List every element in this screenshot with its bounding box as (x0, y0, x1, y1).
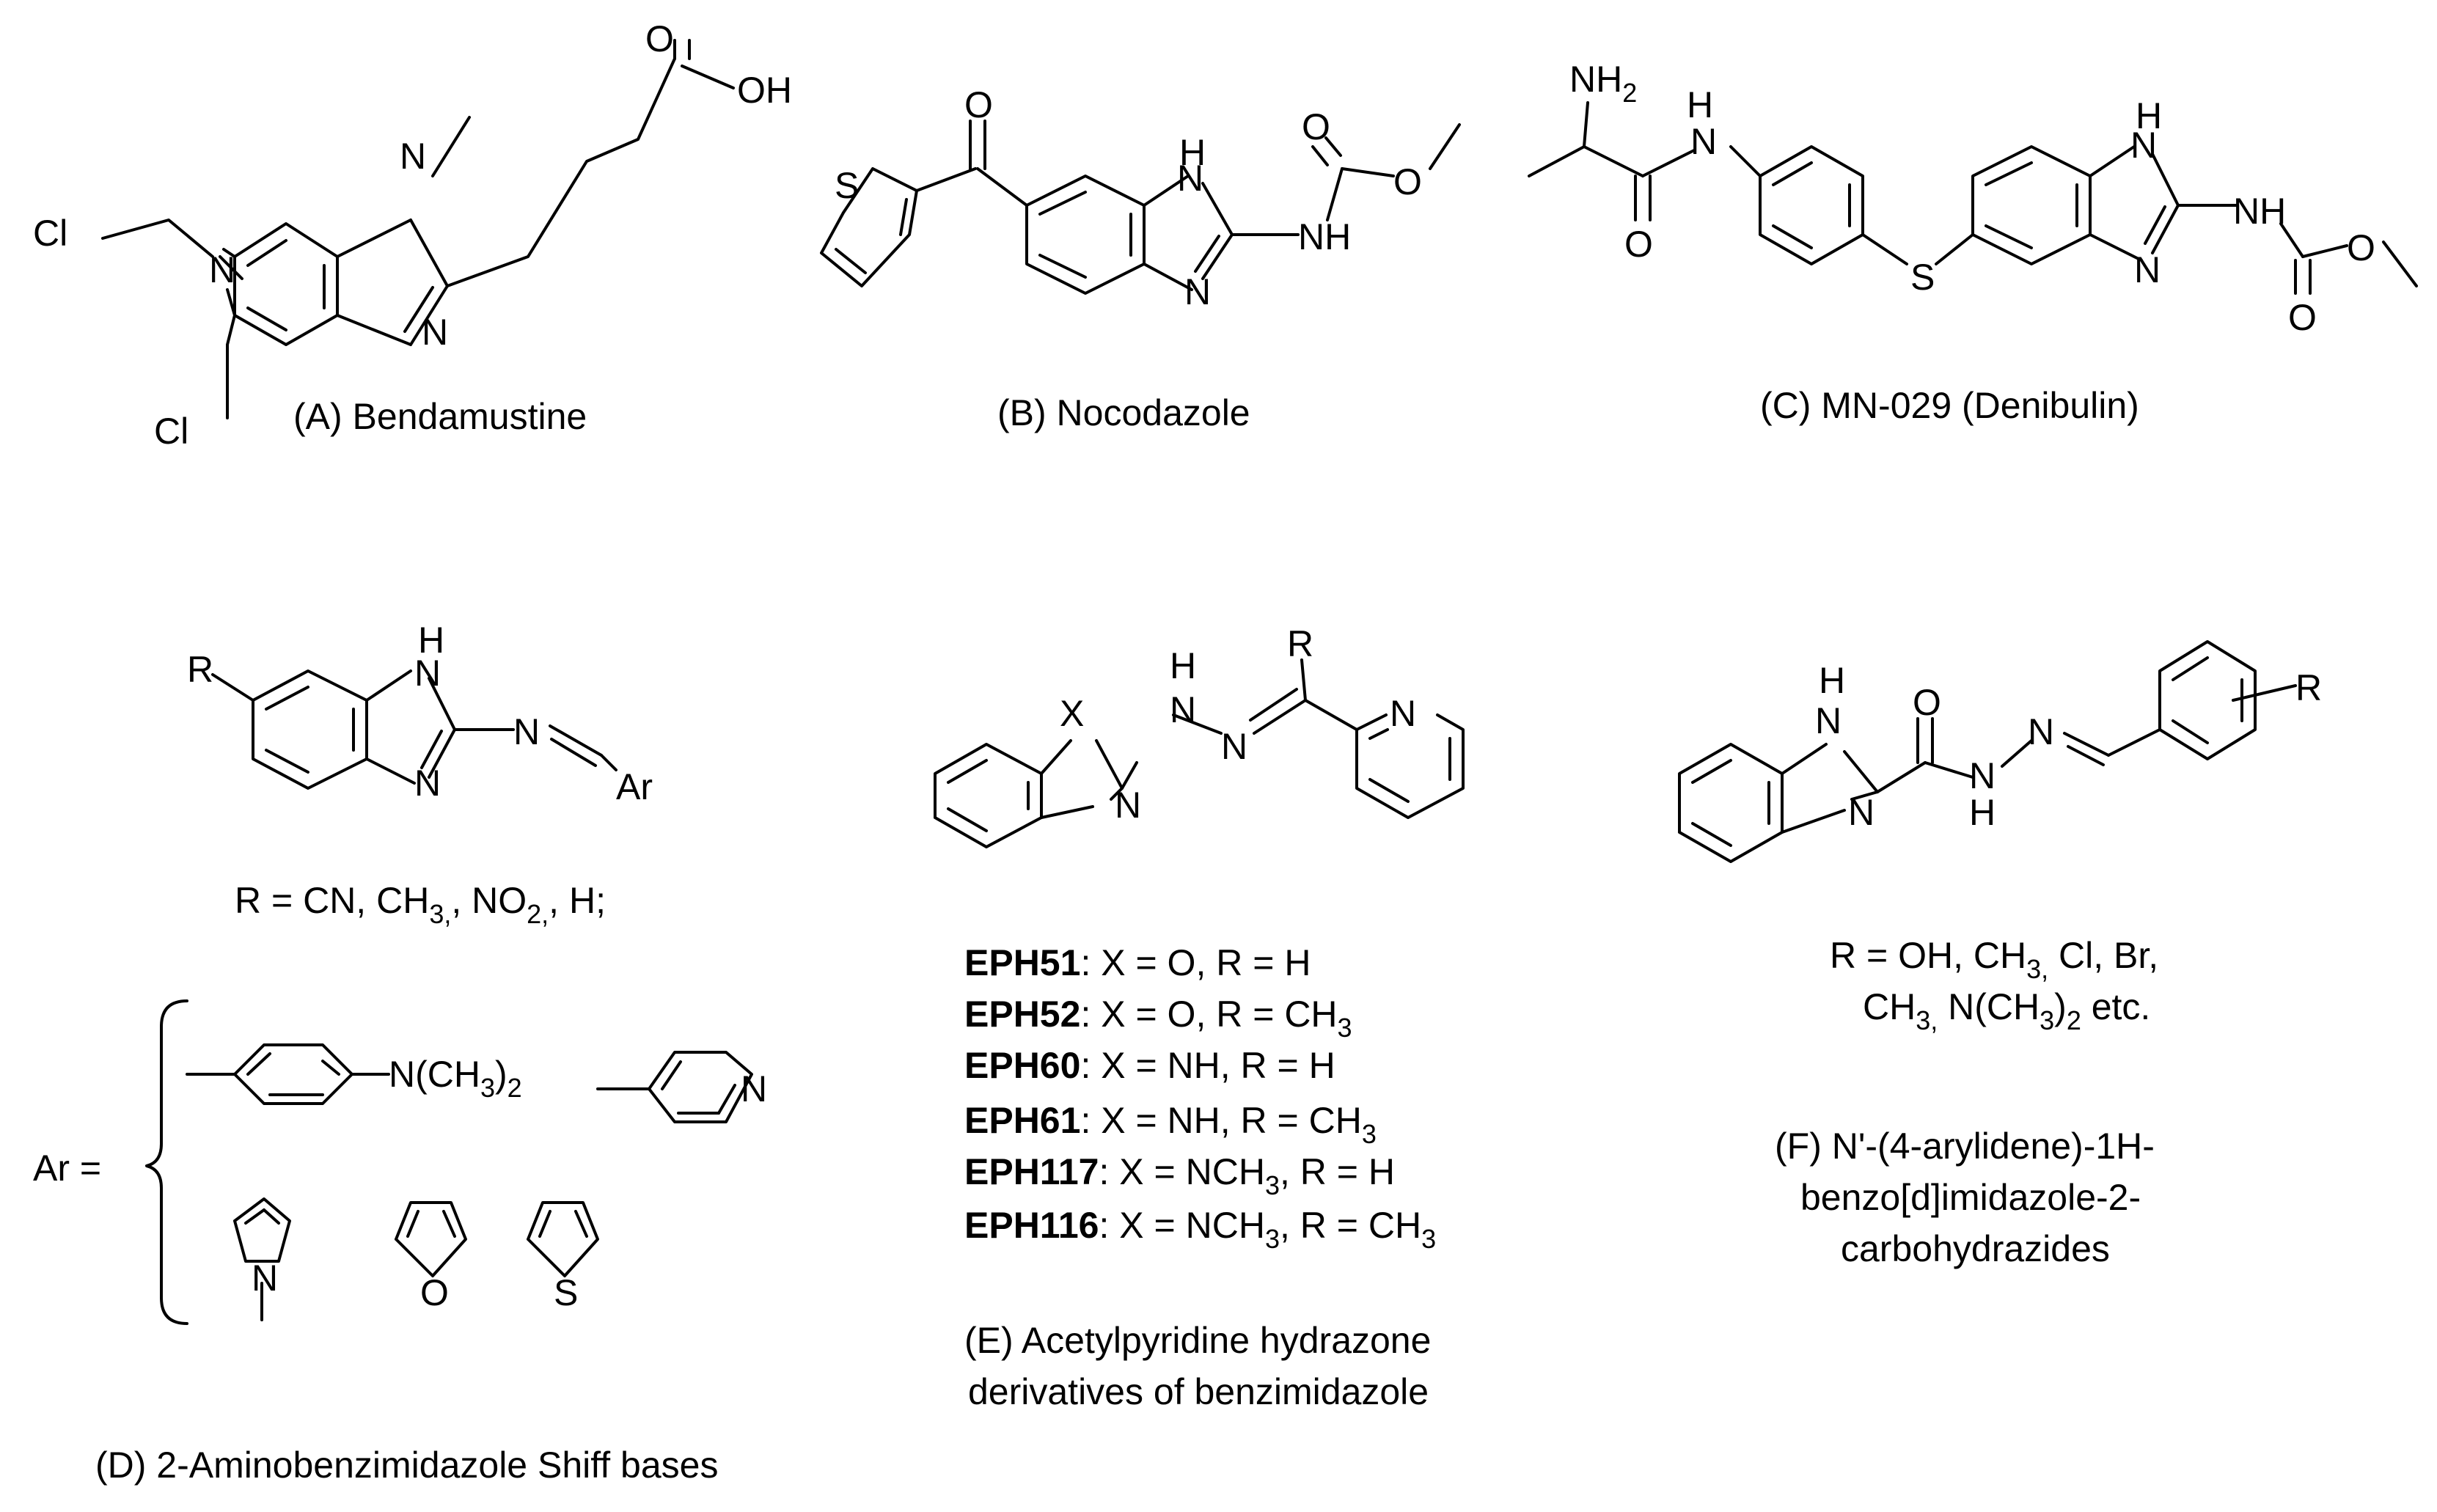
atom-h-hydrazone: H (1170, 645, 1196, 686)
compound-eph52: EPH52: X = O, R = CH3 (964, 994, 1352, 1043)
atom-h-nh: H (418, 620, 444, 661)
atom-n-imidazole: N (1177, 158, 1203, 199)
structure-bendamustine (101, 39, 735, 419)
atom-s-thiophene: S (835, 165, 859, 206)
atom-o-carbonyl: O (645, 18, 674, 59)
atom-s-thioether: S (1910, 257, 1935, 298)
structure-shiff-base (145, 669, 753, 1325)
atom-o-carbamate: O (1302, 106, 1330, 147)
atom-n-imine: N (1221, 726, 1247, 767)
atom-cl-2: Cl (154, 411, 188, 452)
atom-n-imine-2: N (2028, 711, 2054, 752)
structure-acetylpyridine-hydrazone (934, 658, 1465, 848)
atom-n-imine: N (414, 763, 441, 804)
atom-o-ester: O (1393, 161, 1422, 202)
atom-cl-1: Cl (33, 213, 67, 254)
atom-oh: OH (737, 70, 792, 111)
atom-n-ring: N (1115, 785, 1141, 826)
atom-o-carbamate: O (2288, 297, 2317, 338)
caption-e-line1: (E) Acetylpyridine hydrazone (964, 1320, 1431, 1361)
atom-n-imine: N (1184, 271, 1211, 312)
caption-f-line1: (F) N'-(4-arylidene)-1H- (1775, 1126, 2155, 1167)
atom-nme2: N(CH3)2 (389, 1054, 522, 1103)
atom-n-imine: N (2134, 249, 2161, 290)
compound-eph61: EPH61: X = NH, R = CH3 (964, 1100, 1377, 1149)
atom-h-nh: H (1179, 132, 1206, 173)
structure-denibulin (1528, 101, 2418, 295)
atom-o-carbonyl: O (1913, 682, 1941, 723)
atom-n-nh: N (1170, 689, 1196, 730)
atom-r-e: R (1287, 623, 1313, 664)
atom-n-schiff: N (513, 711, 540, 752)
atom-n-amide: N (1690, 121, 1717, 162)
atom-n-amine: N (209, 249, 235, 290)
caption-b: (B) Nocodazole (997, 392, 1250, 433)
atom-o-furan: O (420, 1272, 449, 1313)
atom-r: R (187, 649, 213, 690)
atom-s-thiophene: S (554, 1272, 578, 1313)
atom-ar: Ar (616, 766, 653, 807)
atom-n-imine: N (422, 312, 448, 353)
structure-carbohydrazide (1678, 640, 2297, 863)
r-definition-f-line1: R = OH, CH3, Cl, Br, (1830, 935, 2158, 984)
atom-h-hydrazide: H (1969, 792, 1996, 833)
atom-h-amide: H (1687, 84, 1713, 125)
caption-c: (C) MN-029 (Denibulin) (1760, 385, 2139, 426)
compound-list-e: EPH51: X = O, R = H EPH52: X = O, R = CH… (964, 942, 1436, 1254)
atom-n-imidazole: N (1815, 700, 1842, 741)
atom-o-ketone: O (964, 84, 993, 125)
r-definition-f-line2: CH3, N(CH3)2 etc. (1863, 986, 2150, 1035)
caption-d: (D) 2-Aminobenzimidazole Shiff bases (95, 1445, 718, 1486)
atom-n-pyridine: N (1390, 693, 1416, 734)
atom-n-imine: N (1848, 792, 1875, 833)
compound-eph117: EPH117: X = NCH3, R = H (964, 1151, 1395, 1200)
atom-o-amide: O (1624, 224, 1653, 265)
atom-n-methyl: N (400, 136, 426, 177)
atom-n-pyridine: N (741, 1068, 767, 1109)
atom-nh: NH (2233, 191, 2286, 232)
atom-r-f: R (2295, 667, 2322, 708)
atom-h-nh: H (1819, 660, 1845, 701)
atom-n-hydrazide: N (1969, 755, 1996, 796)
atom-h-nh: H (2136, 95, 2162, 136)
ar-equals: Ar = (33, 1148, 101, 1189)
atom-x: X (1060, 693, 1084, 734)
compound-eph51: EPH51: X = O, R = H (964, 942, 1311, 983)
r-definition-d: R = CN, CH3,, NO2,, H; (235, 880, 606, 929)
caption-f-line3: carbohydrazides (1841, 1228, 2110, 1269)
atom-nh: NH (1298, 216, 1351, 257)
structure-nocodazole (820, 120, 1461, 295)
atom-n-pyrrole: N (252, 1258, 278, 1299)
compound-eph60: EPH60: X = NH, R = H (964, 1045, 1335, 1086)
caption-e-line2: derivatives of benzimidazole (968, 1371, 1429, 1412)
compound-eph116: EPH116: X = NCH3, R = CH3 (964, 1205, 1436, 1254)
atom-nh2: NH2 (1569, 59, 1637, 108)
atom-n-imidazole: N (414, 653, 441, 694)
caption-a: (A) Bendamustine (293, 396, 587, 437)
caption-f-line2: benzo[d]imidazole-2- (1800, 1177, 2141, 1218)
atom-n-imidazole: N (2130, 125, 2157, 166)
atom-o-ester: O (2347, 227, 2375, 268)
